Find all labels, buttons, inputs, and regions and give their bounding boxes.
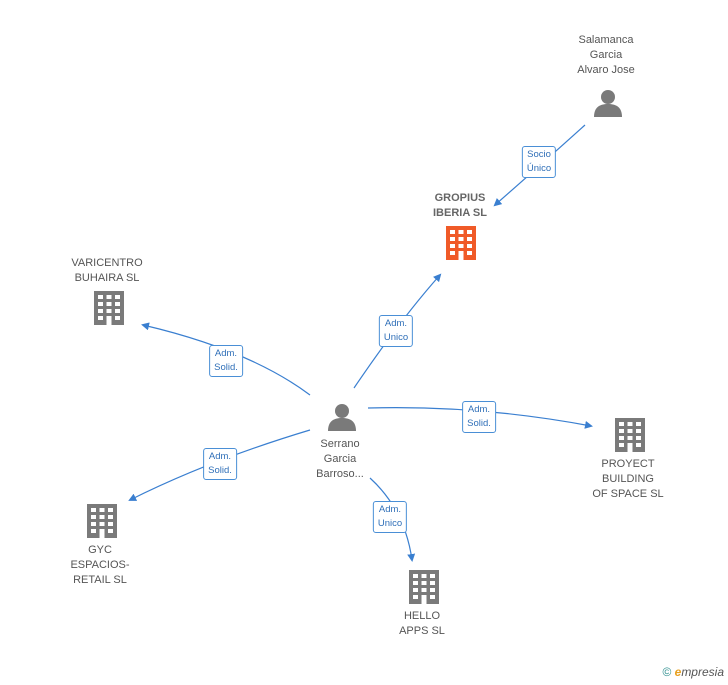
node-label-gyc[interactable]: GYC ESPACIOS- RETAIL SL bbox=[70, 544, 130, 586]
edge-label-adm-gropius: Adm. Unico bbox=[378, 315, 414, 347]
node-label-proyect[interactable]: PROYECT BUILDING OF SPACE SL bbox=[592, 458, 664, 500]
edge-label-adm-varicentro: Adm. Solid. bbox=[209, 345, 243, 377]
edge-label-adm-proyect: Adm. Solid. bbox=[462, 401, 496, 433]
node-label-salamanca[interactable]: Salamanca Garcia Alvaro Jose bbox=[577, 34, 635, 76]
node-label-serrano[interactable]: Serrano Garcia Barroso... bbox=[316, 438, 364, 480]
building-icon[interactable] bbox=[94, 291, 124, 325]
copyright-icon: © bbox=[662, 665, 672, 679]
building-icon[interactable] bbox=[87, 504, 117, 538]
person-icon[interactable] bbox=[594, 90, 622, 117]
brand-name: mpresia bbox=[681, 665, 724, 679]
node-label-hello[interactable]: HELLO APPS SL bbox=[399, 610, 445, 637]
building-icon[interactable] bbox=[615, 418, 645, 452]
node-label-gropius[interactable]: GROPIUS IBERIA SL bbox=[433, 192, 487, 219]
building-icon[interactable] bbox=[409, 570, 439, 604]
footer-brand: © empresia bbox=[662, 665, 724, 679]
node-label-varicentro[interactable]: VARICENTRO BUHAIRA SL bbox=[71, 257, 143, 284]
edge-label-adm-gyc: Adm. Solid. bbox=[203, 448, 237, 480]
edge-label-adm-hello: Adm. Unico bbox=[372, 501, 408, 533]
person-icon[interactable] bbox=[328, 404, 356, 431]
brand-initial: e bbox=[674, 665, 682, 679]
edge-label-socio: Socio Único bbox=[521, 146, 557, 178]
building-icon[interactable] bbox=[446, 226, 476, 260]
